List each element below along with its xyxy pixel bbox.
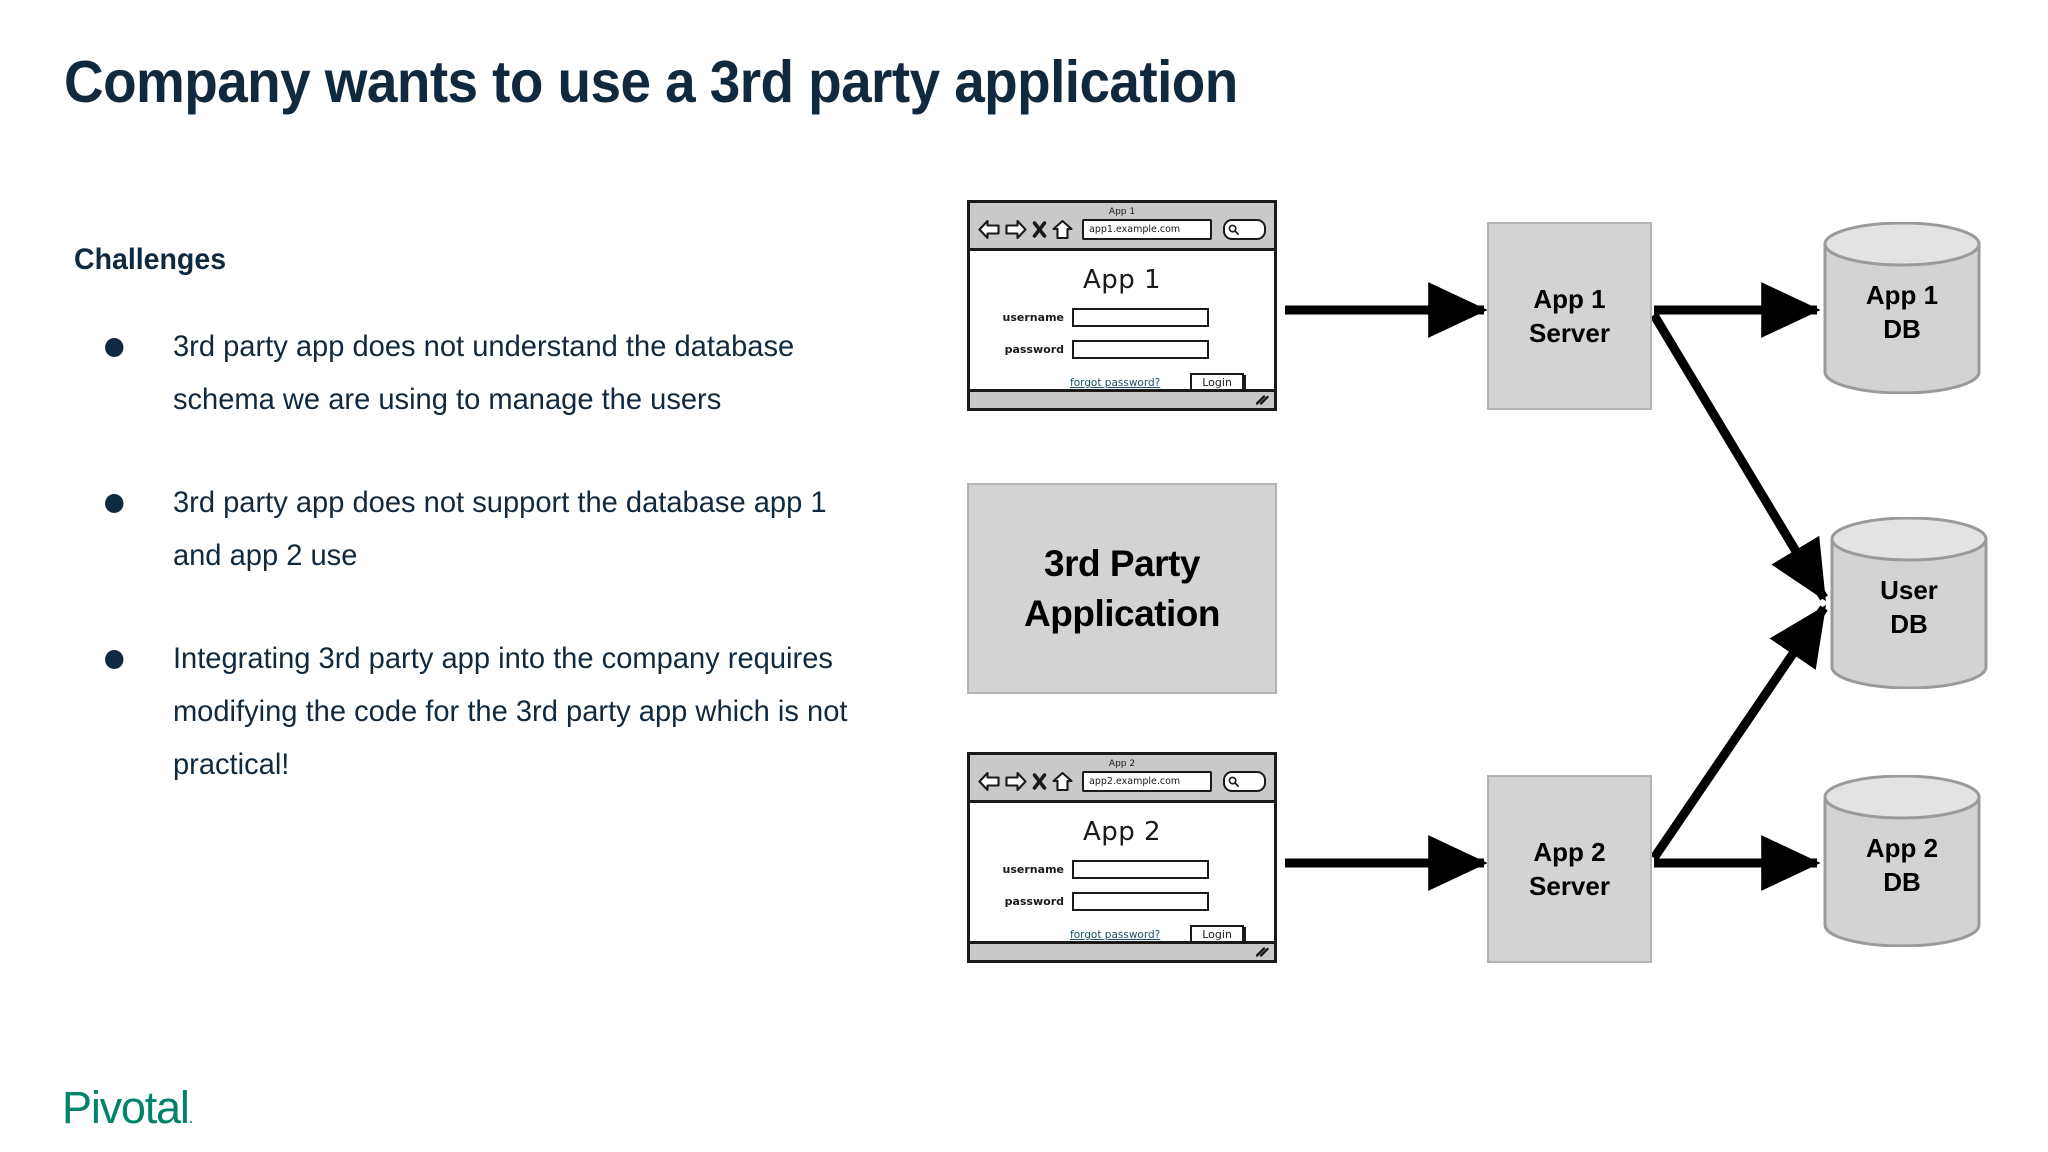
third-party-line2: Application [1024, 592, 1220, 634]
app2-db-line2: DB [1883, 867, 1921, 897]
database-cylinder-icon [1830, 516, 1988, 690]
app2-db-label: App 2 DB [1823, 831, 1981, 899]
app2-db-line1: App 2 [1865, 833, 1939, 863]
password-label: password [1004, 895, 1064, 908]
third-party-line1: 3rd Party [1044, 542, 1200, 584]
resize-grip-icon[interactable] [1256, 947, 1269, 957]
bullet-dot-icon [105, 338, 124, 357]
browser-viewport-app1: App 1 username password forgot password?… [970, 251, 1274, 392]
username-label: username [1002, 863, 1064, 876]
app2-server-box: App 2 Server [1487, 775, 1652, 963]
password-row: password [970, 892, 1274, 911]
app2-server-line1: App 2 [1533, 837, 1606, 867]
stop-x-icon[interactable] [1032, 220, 1047, 239]
database-cylinder-icon [1823, 221, 1981, 395]
search-icon [1228, 224, 1239, 235]
third-party-application-box: 3rd Party Application [967, 483, 1277, 694]
search-box-app2[interactable] [1223, 771, 1266, 792]
pivotal-logo: Pivotal. [62, 1082, 193, 1134]
app1-server-label: App 1 Server [1529, 282, 1610, 350]
bullet-dot-icon [105, 494, 124, 513]
list-item: 3rd party app does not support the datab… [74, 476, 869, 582]
user-db-cylinder: User DB [1830, 516, 1988, 690]
url-text: app1.example.com [1089, 224, 1181, 235]
forgot-password-link[interactable]: forgot password? [1070, 376, 1161, 389]
browser-statusbar [970, 389, 1274, 408]
browser-statusbar [970, 941, 1274, 960]
list-item: Integrating 3rd party app into the compa… [74, 632, 869, 791]
username-input[interactable] [1072, 860, 1209, 879]
page-title: Company wants to use a 3rd party applica… [64, 49, 1238, 115]
password-input[interactable] [1072, 892, 1209, 911]
login-button[interactable]: Login [1190, 925, 1244, 944]
forgot-password-link[interactable]: forgot password? [1070, 928, 1161, 941]
login-button[interactable]: Login [1190, 373, 1244, 392]
back-arrow-icon[interactable] [978, 772, 1000, 791]
username-row: username [970, 308, 1274, 327]
home-icon[interactable] [1052, 772, 1073, 791]
app1-db-cylinder: App 1 DB [1823, 221, 1981, 395]
list-item: 3rd party app does not understand the da… [74, 320, 869, 426]
app1-db-label: App 1 DB [1823, 278, 1981, 346]
username-label: username [1002, 311, 1064, 324]
pivotal-logo-text: Pivotal [62, 1082, 190, 1133]
forward-arrow-icon[interactable] [1005, 772, 1027, 791]
app-heading-app2: App 2 [1082, 817, 1162, 847]
home-icon[interactable] [1052, 220, 1073, 239]
database-cylinder-icon [1823, 774, 1981, 948]
url-text: app2.example.com [1089, 776, 1181, 787]
challenges-bullet-list: 3rd party app does not understand the da… [74, 320, 894, 841]
resize-grip-icon[interactable] [1256, 395, 1269, 405]
username-row: username [970, 860, 1274, 879]
app1-db-line2: DB [1883, 314, 1921, 344]
list-item-text: Integrating 3rd party app into the compa… [172, 642, 848, 781]
form-actions: forgot password? Login [970, 373, 1274, 392]
pivotal-logo-trademark: . [188, 1108, 194, 1127]
browser-chrome: App 2 app2.example.com [970, 755, 1274, 803]
connector-server2-to-userdb [1650, 605, 1828, 861]
back-arrow-icon[interactable] [978, 220, 1000, 239]
bullet-dot-icon [105, 650, 124, 669]
browser-toolbar: app1.example.com [970, 218, 1274, 242]
password-row: password [970, 340, 1274, 359]
username-input[interactable] [1072, 308, 1209, 327]
browser-viewport-app2: App 2 username password forgot password?… [970, 803, 1274, 944]
connector-server1-to-userdb [1650, 312, 1828, 602]
app2-db-cylinder: App 2 DB [1823, 774, 1981, 948]
url-bar-app2[interactable]: app2.example.com [1082, 771, 1212, 792]
app2-server-label: App 2 Server [1529, 835, 1610, 903]
app1-server-line1: App 1 [1533, 284, 1606, 314]
password-input[interactable] [1072, 340, 1209, 359]
browser-title-app1: App 1 [1108, 207, 1136, 217]
browser-toolbar: app2.example.com [970, 770, 1274, 794]
search-box-app1[interactable] [1223, 219, 1266, 240]
user-db-line2: DB [1890, 609, 1928, 639]
app1-db-line1: App 1 [1865, 280, 1939, 310]
third-party-label: 3rd Party Application [1024, 539, 1220, 639]
browser-window-app2[interactable]: App 2 app2.example.com [967, 752, 1277, 963]
user-db-label: User DB [1830, 573, 1988, 641]
app-heading-app1: App 1 [1082, 265, 1162, 295]
challenges-heading: Challenges [74, 243, 227, 276]
stop-x-icon[interactable] [1032, 772, 1047, 791]
password-label: password [1004, 343, 1064, 356]
user-db-line1: User [1880, 575, 1938, 605]
list-item-text: 3rd party app does not understand the da… [172, 330, 795, 416]
browser-title-app2: App 2 [1108, 759, 1136, 769]
browser-chrome: App 1 app1.example.com [970, 203, 1274, 251]
url-bar-app1[interactable]: app1.example.com [1082, 219, 1212, 240]
app1-server-box: App 1 Server [1487, 222, 1652, 410]
browser-window-app1[interactable]: App 1 app1.example.com [967, 200, 1277, 411]
search-icon [1228, 776, 1239, 787]
form-actions: forgot password? Login [970, 925, 1274, 944]
forward-arrow-icon[interactable] [1005, 220, 1027, 239]
app2-server-line2: Server [1529, 871, 1610, 901]
list-item-text: 3rd party app does not support the datab… [172, 486, 827, 572]
app1-server-line2: Server [1529, 318, 1610, 348]
